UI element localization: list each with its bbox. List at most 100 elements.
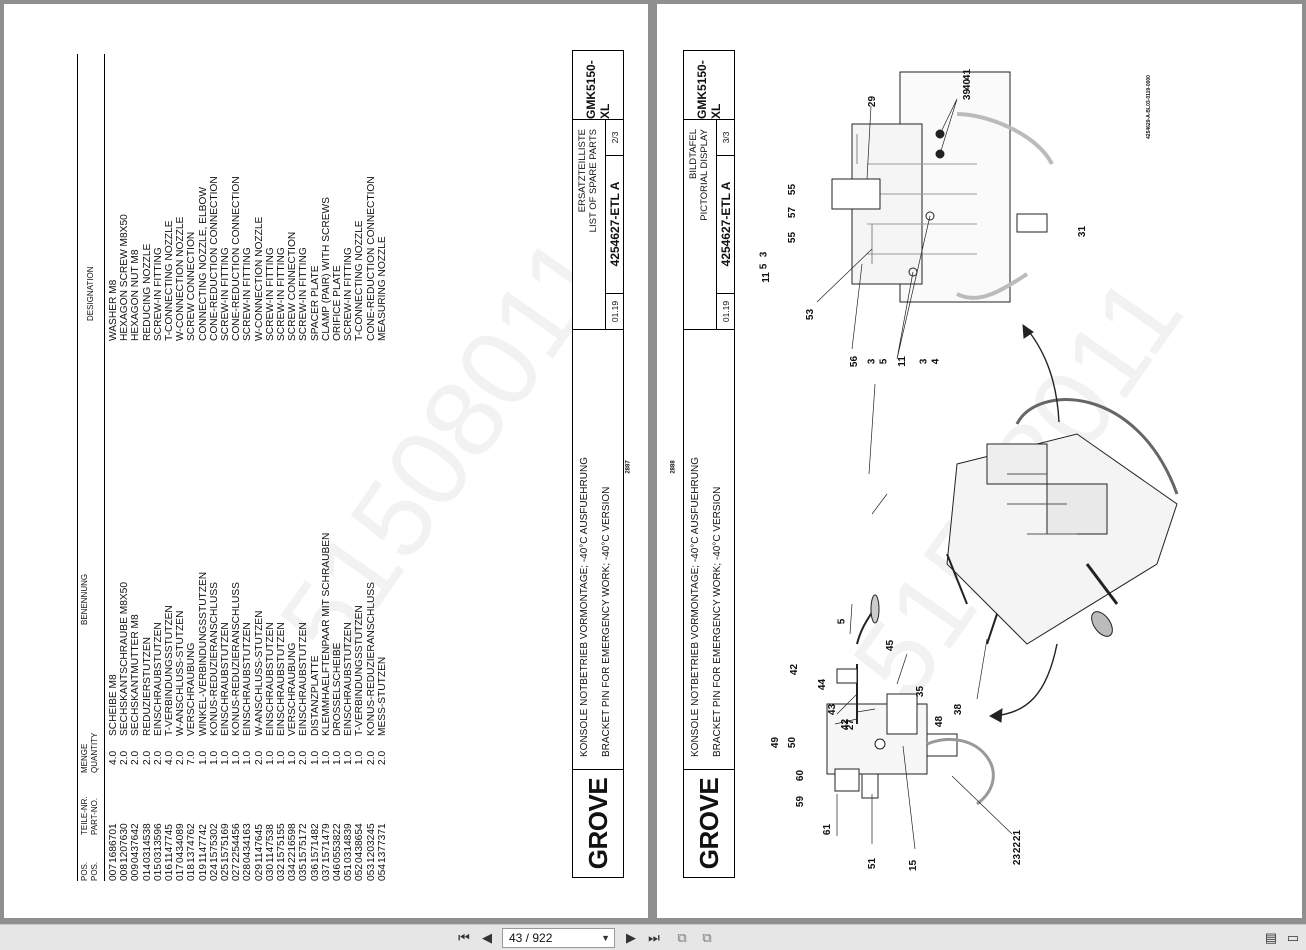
previous-page-button[interactable]: ◀ xyxy=(478,929,496,947)
page-number: 2887 xyxy=(625,460,632,474)
page-indicator-text: 43 / 922 xyxy=(509,931,553,945)
cell-de: DISTANZPLATTE xyxy=(309,655,321,736)
callout-number: 35 xyxy=(915,685,927,698)
cell-en: WASHER M8 xyxy=(108,279,119,341)
callout-number: 3 xyxy=(866,358,878,365)
callout-number: 59 xyxy=(795,795,807,808)
cell-part: 0553822 xyxy=(332,823,343,863)
cell-qty: 4.0 xyxy=(164,750,175,765)
cell-qty: 1.0 xyxy=(276,750,287,765)
scroll-mode-button[interactable]: ▤ xyxy=(1262,929,1280,947)
cell-en: CONNECTING NOZZLE, ELBOW xyxy=(197,187,209,341)
drawing-id: 4254629-A-BL03-0119-0000 xyxy=(1145,75,1152,139)
cell-qty: 1.0 xyxy=(231,750,243,765)
cell-en: CONE-REDUCTION CONNECTION xyxy=(208,176,220,341)
logo-cell: GROVE xyxy=(573,769,623,877)
cell-qty: 1.0 xyxy=(309,750,321,765)
cell-part: 1147745 xyxy=(164,824,175,863)
fit-page-button[interactable]: ▭ xyxy=(1284,929,1302,947)
callout-number: 5 xyxy=(836,618,848,625)
chevron-down-icon[interactable]: ▼ xyxy=(601,933,610,943)
cell-part: 0437642 xyxy=(130,823,142,863)
page-number-input[interactable]: 43 / 922 ▼ xyxy=(502,928,615,948)
cell-pos: 007 xyxy=(108,864,119,881)
cell-en: SCREW-IN FITTING xyxy=(220,247,231,341)
callout-number: 44 xyxy=(817,678,829,691)
cell-en: SPACER PLATE xyxy=(309,265,321,341)
callout-number: 43 xyxy=(827,703,839,716)
callout-number: 61 xyxy=(822,823,834,836)
skip-forward-icon: ⏭ xyxy=(648,930,660,945)
title-block-left: GROVE KONSOLE NOTBETRIEB VORMONTAGE; -40… xyxy=(572,50,624,878)
cell-en: SCREW-IN FITTING xyxy=(298,247,310,341)
grove-logo: GROVE xyxy=(693,777,724,870)
next-page-button[interactable]: ▶ xyxy=(622,929,640,947)
cell-pos: 053 xyxy=(365,864,377,881)
cell-de: DROSSELSCHEIBE xyxy=(332,642,343,736)
doc-number: 4254627-ETL A xyxy=(605,155,623,293)
description-de: KONSOLE NOTBETRIEB VORMONTAGE; -40°C AUS… xyxy=(690,457,701,757)
callout-number: 39 xyxy=(962,88,974,101)
callout-number: 22 xyxy=(1012,841,1024,854)
cell-qty: 1.0 xyxy=(287,750,299,765)
callout-number: 49 xyxy=(770,736,782,749)
cell-qty: 1.0 xyxy=(320,750,332,765)
cell-qty: 2.0 xyxy=(365,750,377,765)
viewer-toolbar: ⏮ ◀ 43 / 922 ▼ ▶ ⏭ ⧉ ⧉ ▤ ▭ xyxy=(0,924,1306,950)
cell-de: EINSCHRAUBSTUTZEN xyxy=(276,622,287,736)
callout-number: 51 xyxy=(867,857,879,870)
cell-en: CONE-REDUCTION CONNECTION xyxy=(365,176,377,341)
cell-de: W-ANSCHLUSS-STUTZEN xyxy=(253,610,265,736)
callout-number: 29 xyxy=(867,95,879,108)
cell-de: EINSCHRAUBSTUTZEN xyxy=(152,622,164,736)
header-en: DESIGNATION xyxy=(86,266,95,321)
doc-title-de: BILDTAFEL xyxy=(688,129,699,179)
cell-part: 1377371 xyxy=(376,823,388,863)
info-cell: ERSATZTEILLISTE LIST OF SPARE PARTS 01.1… xyxy=(573,119,623,329)
header-pos-de: POS. xyxy=(80,861,89,881)
first-page-button[interactable]: ⏮ xyxy=(455,929,473,947)
skip-back-icon: ⏮ xyxy=(458,930,470,945)
two-page-view-button[interactable]: ⧉ xyxy=(698,929,716,947)
callout-number: 21 xyxy=(1012,829,1024,842)
cell-de: EINSCHRAUBSTUTZEN xyxy=(264,622,276,736)
doc-title-en: PICTORIAL DISPLAY xyxy=(699,129,710,221)
cell-de: VERSCHRAUBUNG xyxy=(287,642,299,736)
header-de: BENENNUNG xyxy=(80,573,89,625)
cell-pos: 036 xyxy=(309,864,321,881)
doc-title-en: LIST OF SPARE PARTS xyxy=(588,129,599,233)
cell-qty: 2.0 xyxy=(298,750,310,765)
cell-pos: 018 xyxy=(186,864,198,881)
callout-number: 38 xyxy=(953,703,965,716)
page-number: 2888 xyxy=(670,460,677,474)
sheet-number: 2/3 xyxy=(605,120,623,156)
cell-pos: 028 xyxy=(242,864,254,881)
cell-part: 0434089 xyxy=(175,823,187,863)
last-page-button[interactable]: ⏭ xyxy=(645,929,663,947)
cell-en: REDUCING NOZZLE xyxy=(141,243,153,341)
cell-en: HEXAGON NUT M8 xyxy=(130,249,142,341)
page-left: 51508011 POS. POS. TEILE-NR. PART-NO. ME… xyxy=(4,4,648,918)
callout-number: 53 xyxy=(805,308,817,321)
cell-de: REDUZIERSTUTZEN xyxy=(141,636,153,736)
cell-en: SCREW-IN FITTING xyxy=(343,247,355,341)
single-page-view-button[interactable]: ⧉ xyxy=(673,929,691,947)
cell-pos: 016 xyxy=(164,864,175,881)
cell-qty: 1.0 xyxy=(242,750,254,765)
cell-part: 1575155 xyxy=(276,823,287,863)
cell-de: EINSCHRAUBSTUTZEN xyxy=(298,622,310,736)
copy-icon: ⧉ xyxy=(702,930,712,945)
cell-en: SCREW-IN FITTING xyxy=(264,247,276,341)
